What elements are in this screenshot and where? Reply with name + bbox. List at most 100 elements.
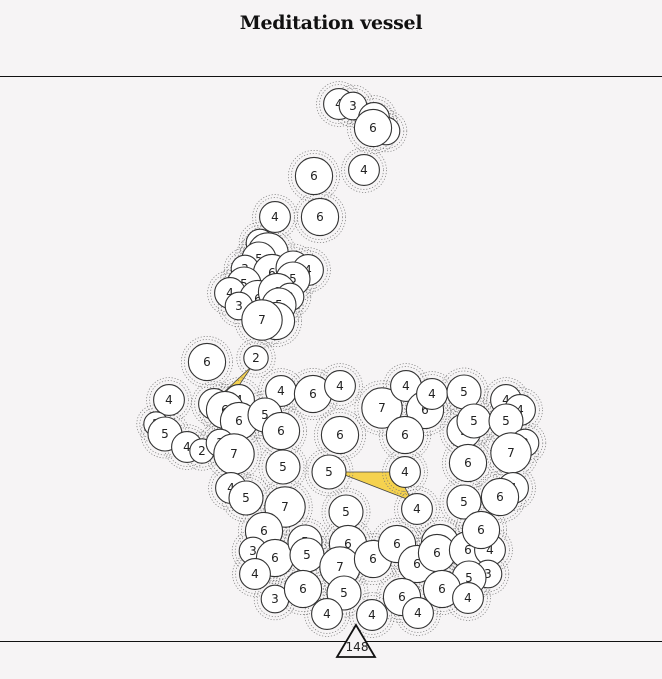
node-value: 4 <box>336 379 344 393</box>
node-circle[interactable] <box>389 456 421 488</box>
node-value: 4 <box>165 393 173 407</box>
puzzle-node[interactable]: 7 <box>241 299 283 341</box>
node-value: 4 <box>226 286 234 300</box>
puzzle-node[interactable]: 5 <box>228 480 264 516</box>
puzzle-node[interactable]: 7 <box>361 387 403 429</box>
node-circle[interactable] <box>228 480 264 516</box>
node-circle[interactable] <box>243 345 269 371</box>
top-rule <box>0 76 662 77</box>
node-circle[interactable] <box>356 599 388 631</box>
node-circle[interactable] <box>187 342 227 382</box>
node-value: 4 <box>402 379 410 393</box>
puzzle-node[interactable]: 7 <box>213 433 255 475</box>
puzzle-node[interactable]: 6 <box>353 108 393 148</box>
node-circle[interactable] <box>324 370 356 402</box>
puzzle-node[interactable]: 6 <box>283 569 323 609</box>
node-value: 5 <box>240 277 248 291</box>
node-value: 6 <box>299 582 307 596</box>
node-circle[interactable] <box>480 477 520 517</box>
node-ring <box>261 445 305 489</box>
node-circle[interactable] <box>153 384 185 416</box>
node-ring <box>394 486 440 532</box>
puzzle-node[interactable]: 4 <box>389 456 421 488</box>
node-value: 4 <box>486 543 494 557</box>
node-ring <box>503 421 547 465</box>
node-ring <box>397 489 437 529</box>
node-ring <box>322 571 366 615</box>
node-value: 3 <box>235 299 243 313</box>
node-ring <box>283 520 327 564</box>
node-ring <box>258 442 308 492</box>
node-circle[interactable] <box>461 510 501 550</box>
node-ring <box>297 194 343 240</box>
node-circle[interactable] <box>385 415 425 455</box>
node-circle[interactable] <box>265 449 301 485</box>
node-value: 5 <box>340 586 348 600</box>
puzzle-node[interactable]: 4 <box>153 384 185 416</box>
puzzle-node[interactable]: 4 <box>401 493 433 525</box>
puzzle-node[interactable]: 2 <box>243 345 269 371</box>
node-circle[interactable] <box>241 299 283 341</box>
node-ring <box>382 449 428 495</box>
node-circle[interactable] <box>311 598 343 630</box>
puzzle-node[interactable]: 5 <box>289 537 325 573</box>
puzzle-node[interactable]: 4 <box>324 370 356 402</box>
puzzle-node[interactable]: 5 <box>456 403 492 439</box>
puzzle-node[interactable]: 5 <box>265 449 301 485</box>
puzzle-node[interactable]: 6 <box>320 415 360 455</box>
node-ring <box>324 490 368 534</box>
puzzle-node[interactable]: 7 <box>490 432 532 474</box>
puzzle-node[interactable]: 5 <box>328 494 364 530</box>
puzzle-node[interactable]: 5 <box>488 403 524 439</box>
puzzle-node[interactable]: 5 <box>446 484 482 520</box>
puzzle-node[interactable]: 6 <box>385 415 425 455</box>
node-value: 4 <box>464 591 472 605</box>
puzzle-node[interactable]: 4 <box>259 201 291 233</box>
node-circle[interactable] <box>311 454 347 490</box>
puzzle-node[interactable]: 4 <box>416 378 448 410</box>
node-circle[interactable] <box>283 569 323 609</box>
node-value: 6 <box>438 582 446 596</box>
node-value: 6 <box>464 543 472 557</box>
node-circle[interactable] <box>402 597 434 629</box>
puzzle-node[interactable]: 4 <box>402 597 434 629</box>
node-value: 7 <box>378 401 386 415</box>
node-circle[interactable] <box>300 197 340 237</box>
node-circle[interactable] <box>448 443 488 483</box>
node-circle[interactable] <box>320 415 360 455</box>
puzzle-node[interactable]: 4 <box>356 599 388 631</box>
puzzle-node[interactable]: 6 <box>448 443 488 483</box>
node-value: 5 <box>289 272 297 286</box>
node-ring <box>321 487 371 537</box>
node-circle[interactable] <box>259 201 291 233</box>
node-circle[interactable] <box>294 156 334 196</box>
node-value: 6 <box>369 121 377 135</box>
puzzle-node[interactable]: 6 <box>461 510 501 550</box>
node-circle[interactable] <box>239 558 271 590</box>
puzzle-node[interactable]: 6 <box>261 411 301 451</box>
node-circle[interactable] <box>452 582 484 614</box>
puzzle-node[interactable]: 6 <box>300 197 340 237</box>
puzzle-node[interactable]: 6 <box>480 477 520 517</box>
node-circle[interactable] <box>361 387 403 429</box>
puzzle-node[interactable]: 4 <box>452 582 484 614</box>
node-ring <box>458 507 504 553</box>
node-circle[interactable] <box>446 484 482 520</box>
node-value: 4 <box>413 502 421 516</box>
puzzle-node[interactable]: 4 <box>348 154 380 186</box>
node-value: 6 <box>398 590 406 604</box>
puzzle-node[interactable]: 4 <box>311 598 343 630</box>
node-value: 5 <box>303 548 311 562</box>
node-value: 7 <box>281 500 289 514</box>
node-circle[interactable] <box>353 108 393 148</box>
puzzle-node[interactable]: 5 <box>311 454 347 490</box>
puzzle-title: Meditation vessel <box>239 12 423 34</box>
node-circle[interactable] <box>348 154 380 186</box>
puzzle-node[interactable]: 4 <box>239 558 271 590</box>
puzzle-node[interactable]: 6 <box>294 156 334 196</box>
puzzle-node[interactable]: 6 <box>187 342 227 382</box>
node-circle[interactable] <box>401 493 433 525</box>
node-ring <box>367 112 405 150</box>
